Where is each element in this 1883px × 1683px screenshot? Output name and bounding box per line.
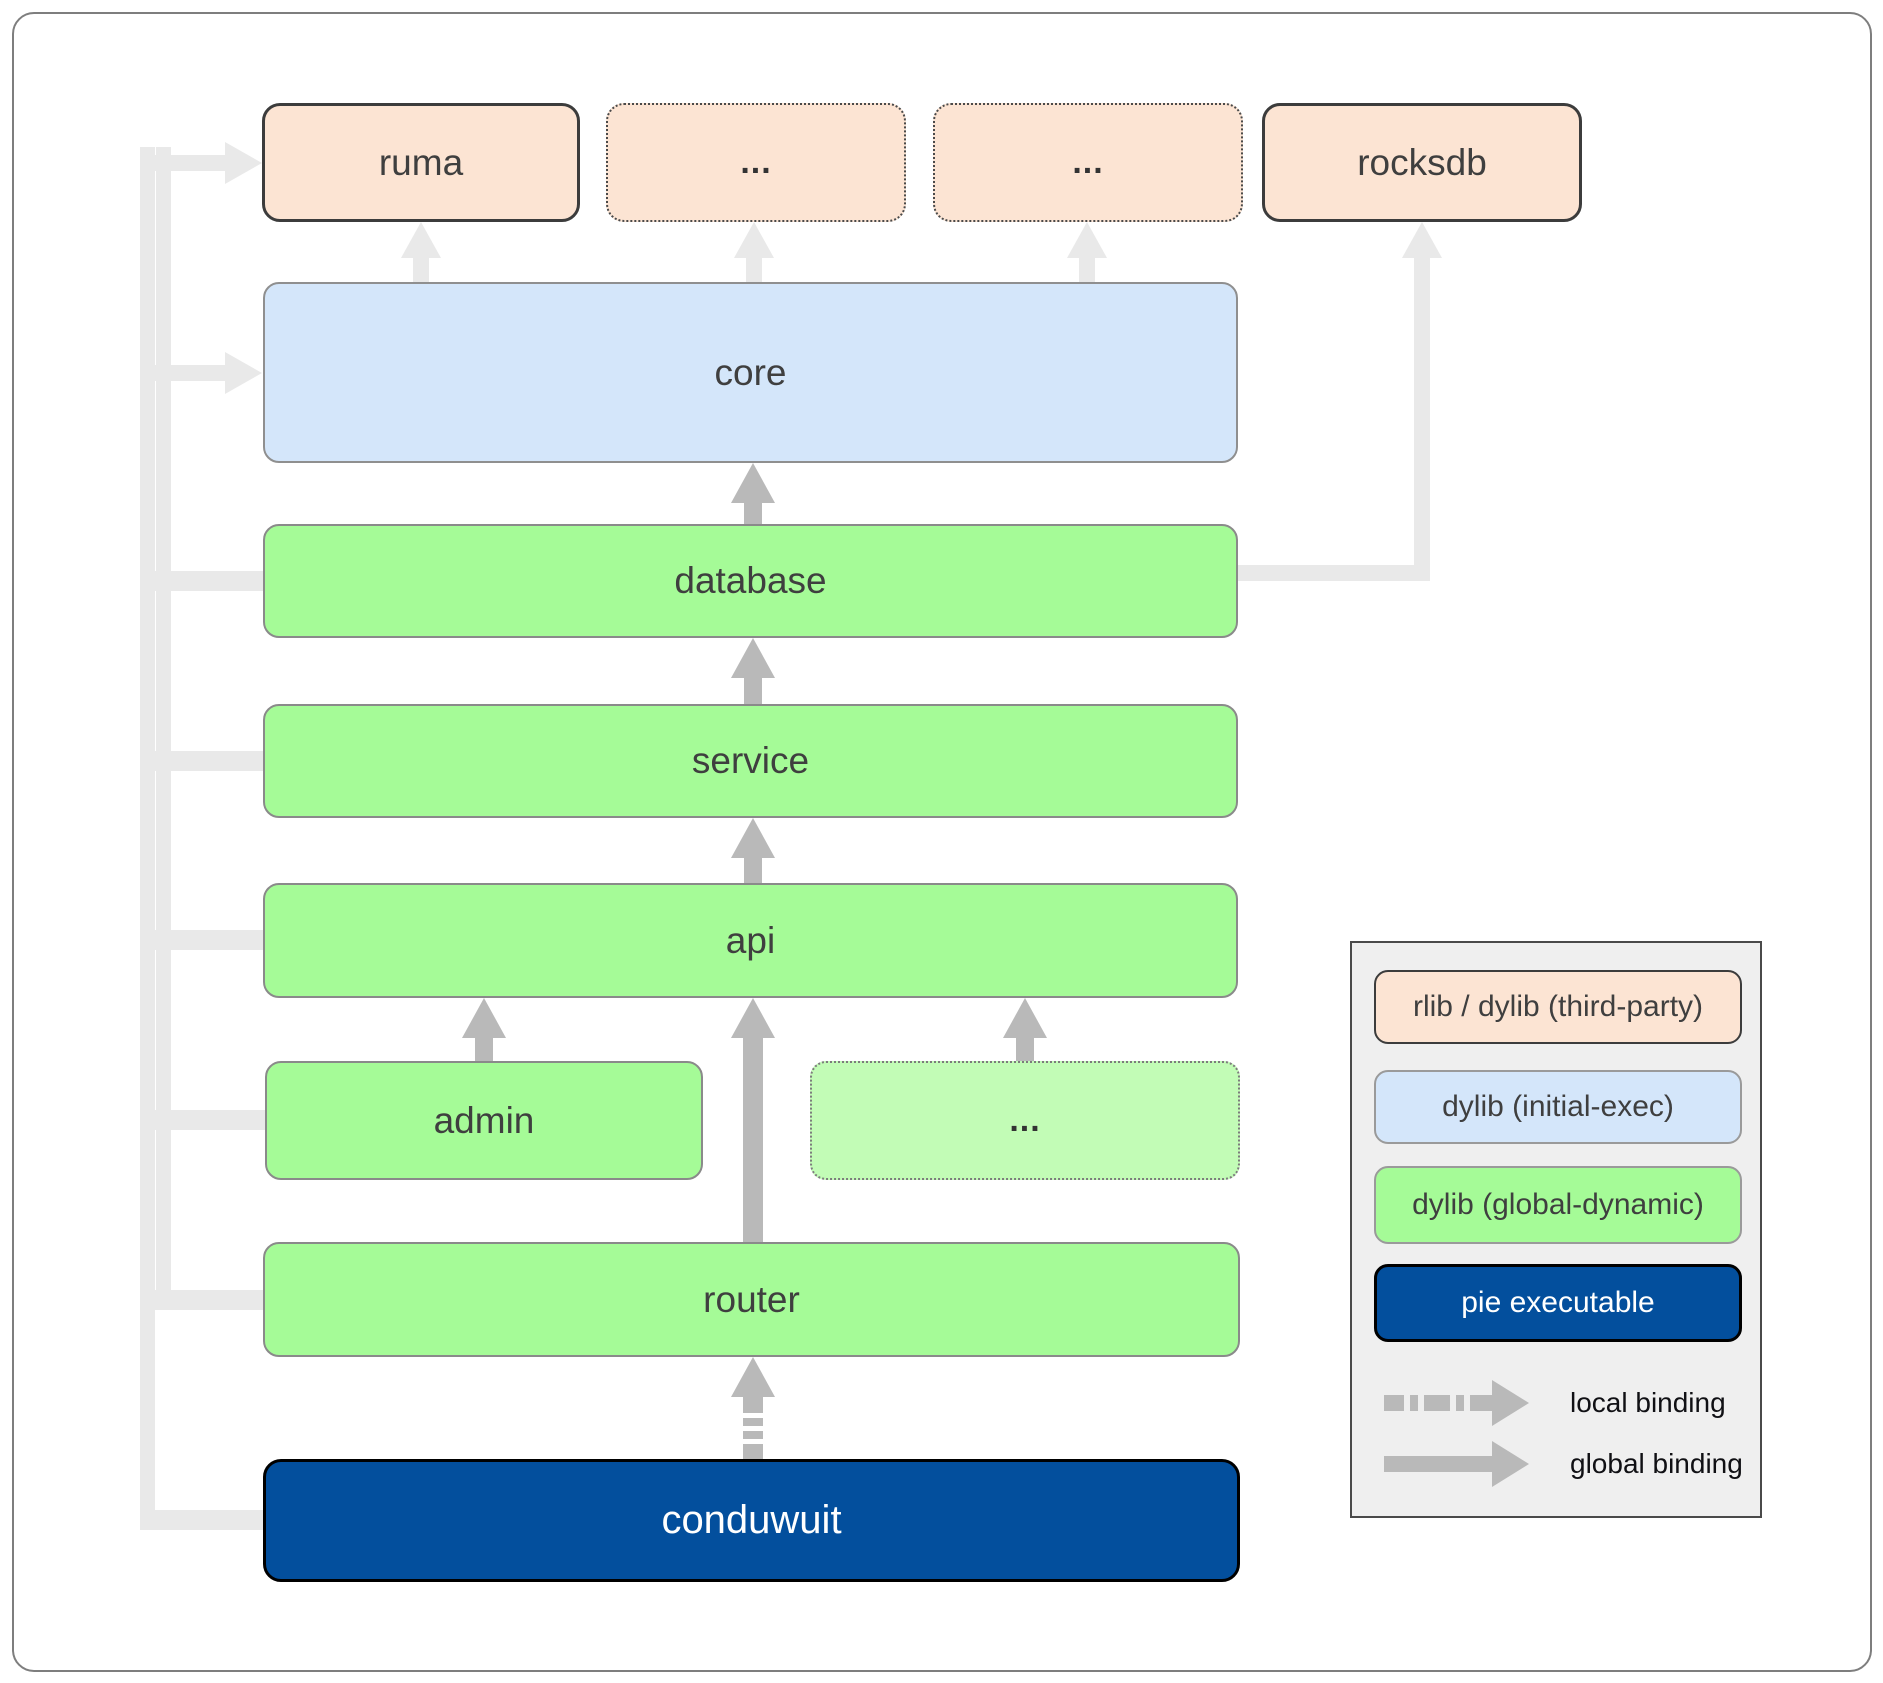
bus-vertical-inner: [156, 147, 171, 1310]
arrow-database-core-shaft: [744, 503, 762, 524]
node-api-label: api: [725, 919, 776, 961]
legend-item-third-party: rlib / dylib (third-party): [1374, 970, 1742, 1044]
arrow-core-third2-icon: [1067, 222, 1107, 258]
node-database: database: [263, 524, 1238, 638]
bus-branch-ruma: [140, 155, 225, 171]
legend-item-third-party-label: rlib / dylib (third-party): [1412, 990, 1704, 1023]
node-service: service: [263, 704, 1238, 818]
bus-branch-conduwuit: [140, 1510, 265, 1530]
node-ruma-label: ruma: [378, 141, 464, 183]
node-api: api: [263, 883, 1238, 998]
arrow-conduwuit-router-seg4: [743, 1444, 763, 1459]
legend-local-binding-label: local binding: [1570, 1387, 1726, 1418]
node-rocksdb-label: rocksdb: [1357, 141, 1487, 183]
arrow-core-ruma-shaft: [413, 258, 429, 282]
arrow-admin-api-shaft: [475, 1038, 493, 1061]
diagram-frame: [12, 12, 1872, 1672]
node-router-label: router: [703, 1278, 800, 1320]
node-third-party-2-label: ...: [1072, 143, 1104, 181]
node-third-party-1-label: ...: [740, 143, 772, 181]
bus-branch-service: [140, 751, 265, 771]
node-core: core: [263, 282, 1238, 463]
arrow-service-database-shaft: [744, 678, 762, 704]
arrow-database-core-icon: [731, 463, 775, 503]
arrow-router-api-shaft: [743, 1038, 763, 1242]
legend: rlib / dylib (third-party) dylib (initia…: [1350, 941, 1762, 1518]
legend-item-initial-exec: dylib (initial-exec): [1374, 1070, 1742, 1144]
legend-item-global-dynamic: dylib (global-dynamic): [1374, 1166, 1742, 1244]
arrow-service-database-icon: [731, 638, 775, 678]
bus-vertical-outer: [140, 147, 155, 1530]
bus-branch-database: [140, 571, 265, 591]
legend-item-pie-executable: pie executable: [1374, 1264, 1742, 1342]
arrow-etc-api-shaft: [1016, 1038, 1034, 1061]
node-ruma: ruma: [262, 103, 580, 222]
arrow-core-third1-icon: [734, 222, 774, 258]
node-service-label: service: [691, 740, 810, 781]
node-core-label: core: [714, 351, 787, 393]
node-admin-label: admin: [433, 1099, 535, 1141]
arrow-conduwuit-router-icon: [731, 1357, 775, 1397]
node-etc-label: ...: [1009, 1101, 1041, 1139]
legend-item-pie-executable-label: pie executable: [1461, 1286, 1655, 1319]
bus-branch-api: [140, 930, 265, 950]
arrow-conduwuit-router-seg2: [743, 1418, 763, 1426]
legend-global-binding-label: global binding: [1570, 1448, 1743, 1479]
arrow-core-third1-shaft: [746, 258, 762, 282]
node-third-party-1: ...: [606, 103, 906, 222]
legend-item-global-dynamic-label: dylib (global-dynamic): [1412, 1188, 1704, 1221]
node-admin: admin: [265, 1061, 703, 1180]
node-third-party-2: ...: [933, 103, 1243, 222]
arrow-conduwuit-router-seg1: [743, 1397, 763, 1413]
arrow-etc-api-icon: [1003, 998, 1047, 1038]
bus-branch-core: [140, 365, 225, 381]
arrow-database-rocksdb-vshaft: [1414, 258, 1430, 581]
arrow-database-rocksdb-icon: [1402, 222, 1442, 258]
node-router: router: [263, 1242, 1240, 1357]
node-conduwuit: conduwuit: [263, 1459, 1240, 1582]
node-conduwuit-label: conduwuit: [661, 1498, 842, 1542]
arrow-core-ruma-icon: [401, 222, 441, 258]
legend-item-initial-exec-label: dylib (initial-exec): [1442, 1090, 1674, 1123]
bus-arrowhead-ruma-icon: [225, 142, 262, 184]
arrow-admin-api-icon: [462, 998, 506, 1038]
node-database-label: database: [674, 560, 827, 601]
arrow-api-service-shaft: [744, 858, 762, 883]
arrow-core-third2-shaft: [1079, 258, 1095, 282]
bus-arrowhead-core-icon: [225, 352, 262, 394]
bus-branch-router: [140, 1290, 265, 1310]
node-etc: ...: [810, 1061, 1240, 1180]
arrow-database-rocksdb-hbar: [1238, 565, 1430, 581]
bus-branch-admin: [140, 1110, 265, 1130]
arrow-conduwuit-router-seg3: [743, 1431, 763, 1439]
arrow-api-service-icon: [731, 818, 775, 858]
node-rocksdb: rocksdb: [1262, 103, 1582, 222]
arrow-router-api-icon: [731, 998, 775, 1038]
